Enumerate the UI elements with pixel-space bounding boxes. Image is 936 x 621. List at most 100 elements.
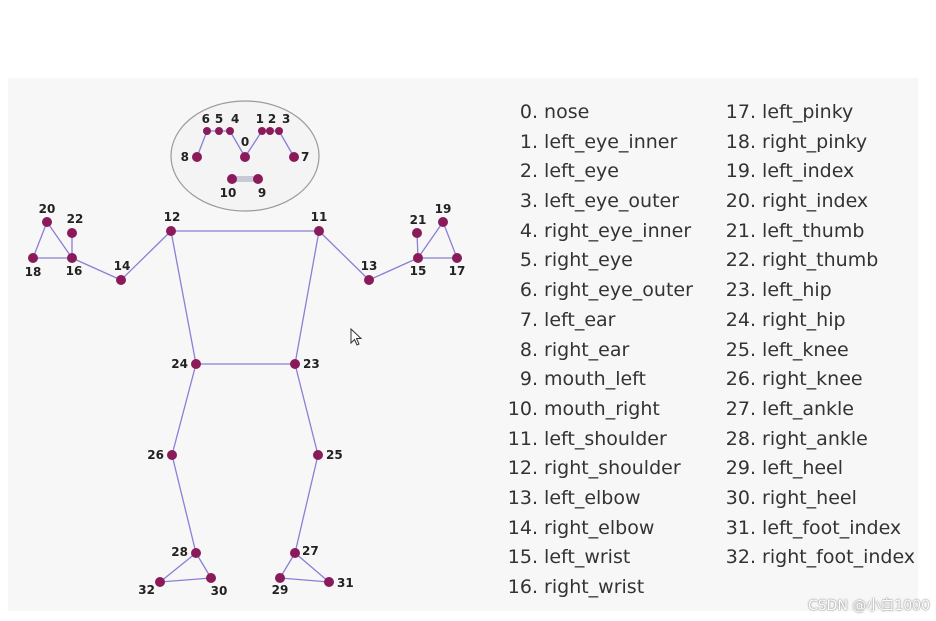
legend-name: left_knee — [756, 338, 849, 361]
legend-name: right_elbow — [538, 516, 655, 539]
landmark-point-11 — [314, 226, 324, 236]
landmark-point-9 — [253, 174, 263, 184]
legend-number: 21. — [725, 219, 756, 242]
legend-number: 30. — [725, 486, 756, 509]
landmark-points — [28, 127, 462, 587]
landmark-point-27 — [290, 548, 300, 558]
legend-name: left_foot_index — [756, 516, 902, 539]
landmark-point-21 — [412, 228, 422, 238]
connection-24-26 — [171, 363, 197, 456]
legend-number: 13. — [507, 486, 538, 509]
legend-item-18: 18. right_pinky — [718, 128, 915, 158]
landmark-point-15 — [413, 253, 423, 263]
landmark-label-27: 27 — [302, 544, 319, 558]
legend-number: 14. — [507, 516, 538, 539]
landmark-label-5: 5 — [215, 112, 223, 126]
landmark-point-5 — [215, 127, 223, 135]
legend-item-7: 7. left_ear — [500, 306, 693, 336]
legend-number: 32. — [725, 546, 756, 569]
diagram-panel — [8, 78, 918, 611]
landmark-label-12: 12 — [164, 210, 181, 224]
legend-number: 27. — [725, 397, 756, 420]
legend-number: 7. — [519, 308, 538, 331]
legend-number: 16. — [507, 576, 538, 598]
legend-name: left_eye_outer — [538, 190, 680, 213]
landmark-label-0: 0 — [241, 135, 249, 149]
landmark-point-30 — [206, 573, 216, 583]
legend-item-6: 6. right_eye_outer — [500, 276, 693, 306]
legend-item-12: 12. right_shoulder — [500, 454, 693, 484]
legend-name: left_elbow — [538, 486, 641, 509]
legend-item-2: 2. left_eye — [500, 157, 693, 187]
landmark-point-26 — [167, 450, 177, 460]
legend-name: left_shoulder — [538, 427, 667, 450]
legend-item-28: 28. right_ankle — [718, 425, 915, 455]
legend-name: right_foot_index — [756, 546, 916, 569]
legend-item-11: 11. left_shoulder — [500, 425, 693, 455]
landmark-label-25: 25 — [326, 448, 343, 462]
landmark-label-22: 22 — [67, 212, 84, 226]
legend-name: left_heel — [756, 457, 844, 480]
legend-item-16: 16. right_wrist — [500, 573, 693, 603]
legend-number: 31. — [725, 516, 756, 539]
connection-0-4 — [229, 130, 246, 158]
landmark-point-20 — [42, 217, 52, 227]
legend-number: 20. — [725, 190, 756, 213]
legend-item-15: 15. left_wrist — [500, 543, 693, 573]
landmark-point-4 — [226, 127, 234, 135]
legend-number: 12. — [507, 457, 538, 480]
legend-number: 11. — [507, 427, 538, 450]
landmark-label-29: 29 — [272, 583, 289, 597]
landmark-label-4: 4 — [231, 112, 239, 126]
legend-number: 28. — [725, 427, 756, 450]
legend-name: right_wrist — [538, 576, 645, 598]
legend-name: left_pinky — [756, 101, 854, 123]
connection-26-28 — [171, 454, 197, 554]
legend-name: right_shoulder — [538, 457, 681, 480]
landmark-point-14 — [116, 275, 126, 285]
legend-name: mouth_left — [538, 368, 646, 391]
landmark-point-31 — [324, 577, 334, 587]
landmark-point-23 — [290, 359, 300, 369]
legend-number: 9. — [519, 368, 538, 391]
legend-item-29: 29. left_heel — [718, 454, 915, 484]
landmark-point-1 — [258, 127, 266, 135]
legend-number: 1. — [519, 130, 538, 153]
legend-name: right_index — [756, 190, 869, 213]
legend-item-8: 8. right_ear — [500, 336, 693, 366]
landmark-point-6 — [203, 127, 211, 135]
legend-name: nose — [538, 101, 590, 123]
landmark-point-2 — [266, 127, 274, 135]
legend-number: 19. — [725, 160, 756, 183]
legend-name: left_thumb — [756, 219, 865, 242]
connection-29-31 — [279, 577, 330, 583]
landmark-label-21: 21 — [410, 213, 427, 227]
legend-name: right_ear — [538, 338, 630, 361]
legend-name: left_index — [756, 160, 855, 183]
legend-item-22: 22. right_thumb — [718, 246, 915, 276]
legend-number: 25. — [725, 338, 756, 361]
legend-name: right_ankle — [756, 427, 868, 450]
landmark-label-17: 17 — [449, 264, 466, 278]
landmark-label-20: 20 — [39, 202, 56, 216]
legend-number: 3. — [519, 190, 538, 213]
legend-number: 26. — [725, 368, 756, 391]
landmark-point-8 — [192, 152, 202, 162]
landmark-label-18: 18 — [25, 265, 42, 279]
landmark-point-29 — [275, 573, 285, 583]
landmark-label-11: 11 — [311, 210, 328, 224]
landmark-label-2: 2 — [268, 112, 276, 126]
legend-name: left_wrist — [538, 546, 631, 569]
connection-30-32 — [159, 577, 212, 583]
connection-12-14 — [120, 230, 172, 281]
legend-number: 22. — [725, 249, 756, 272]
landmark-label-30: 30 — [211, 584, 228, 598]
connection-23-25 — [294, 363, 319, 456]
landmark-point-7 — [289, 152, 299, 162]
legend-item-20: 20. right_index — [718, 187, 915, 217]
landmark-point-32 — [155, 577, 165, 587]
legend-item-13: 13. left_elbow — [500, 484, 693, 514]
landmark-label-9: 9 — [258, 186, 266, 200]
landmark-point-25 — [313, 450, 323, 460]
legend-item-31: 31. left_foot_index — [718, 514, 915, 544]
